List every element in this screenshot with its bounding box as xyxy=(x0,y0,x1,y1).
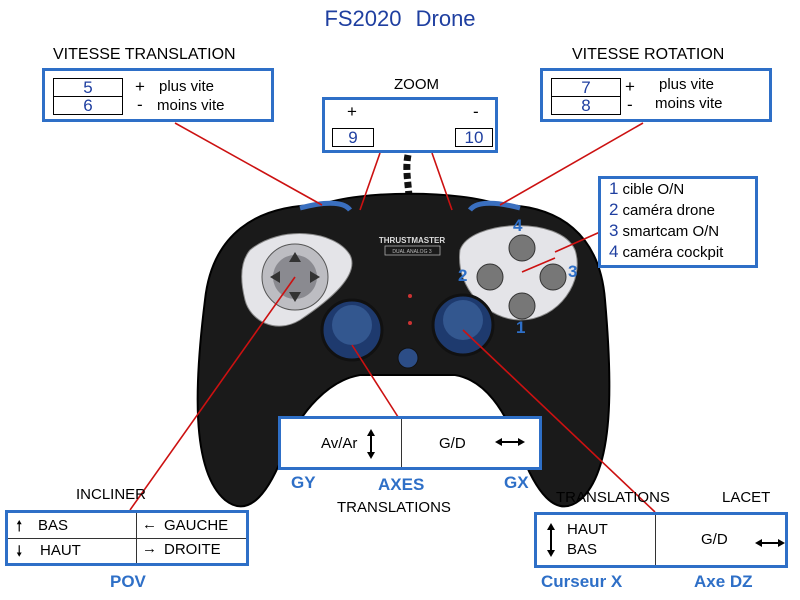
rot-minus-sign: - xyxy=(627,95,633,114)
key-10: 10 xyxy=(455,128,493,147)
leader-lines xyxy=(129,122,656,513)
left-stick-cap xyxy=(332,305,372,345)
dpad-down xyxy=(289,292,301,302)
slower-text: moins vite xyxy=(157,97,225,114)
axes-translations-label: TRANSLATIONS xyxy=(337,499,451,516)
axes-gd-text: G/D xyxy=(439,435,466,452)
dpad-left xyxy=(270,271,280,283)
translation-speed-box: 5 6 + - plus vite moins vite xyxy=(42,68,274,122)
rs-gd-text: G/D xyxy=(701,531,728,548)
dpad-right xyxy=(310,271,320,283)
led-2 xyxy=(408,321,412,325)
axes-avar-text: Av/Ar xyxy=(321,435,358,452)
zoom-title: ZOOM xyxy=(394,76,439,93)
key-7: 7 xyxy=(551,78,621,97)
pov-bas-text: BAS xyxy=(38,517,69,534)
rotation-speed-box: 7 8 + - plus vite moins vite xyxy=(540,68,772,122)
page-title: FS2020 Drone xyxy=(0,6,800,32)
left-arrow-icon: ← xyxy=(142,516,157,533)
right-stick-divider xyxy=(655,515,656,565)
right-stick-cap xyxy=(443,300,483,340)
key-9: 9 xyxy=(332,128,374,147)
button-1 xyxy=(508,292,536,320)
model-plate xyxy=(384,245,441,256)
plus-sign: + xyxy=(135,77,145,96)
dpad-up xyxy=(289,252,301,262)
axes-box: Av/Ar G/D xyxy=(278,416,542,470)
rotation-speed-title: VITESSE ROTATION xyxy=(572,46,725,63)
mode-button xyxy=(397,347,419,369)
key-8: 8 xyxy=(551,96,621,115)
right-stick-box: HAUT BAS G/D xyxy=(534,512,788,568)
button-3 xyxy=(539,263,567,291)
pov-title: INCLINER xyxy=(76,486,147,503)
button-4 xyxy=(508,234,536,262)
brand-logo: THRUSTMASTER xyxy=(379,236,445,245)
model-logo: DUAL ANALOG 3 xyxy=(392,249,431,255)
zoom-minus-sign: - xyxy=(473,102,479,121)
horizontal-arrow-icon xyxy=(755,539,785,547)
vertical-arrow-icon xyxy=(547,523,555,557)
right-shoulder-button xyxy=(467,200,521,212)
rs-haut-text: HAUT xyxy=(567,521,608,538)
up-arrow-icon: 🠕 xyxy=(16,518,23,535)
title-part2: Drone xyxy=(415,6,476,31)
rs-bas-text: BAS xyxy=(567,541,598,558)
button-2-number: 2 xyxy=(458,266,468,285)
rot-slower-text: moins vite xyxy=(655,95,723,112)
down-arrow-icon: 🠗 xyxy=(16,543,23,560)
pov-gauche-text: GAUCHE xyxy=(164,517,229,534)
gy-label: GY xyxy=(291,473,316,492)
title-part1: FS2020 xyxy=(324,6,402,31)
right-arrow-icon: → xyxy=(142,540,157,557)
zoom-box: + - 9 10 xyxy=(322,97,498,153)
translation-speed-title: VITESSE TRANSLATION xyxy=(53,46,236,63)
axes-divider xyxy=(401,419,402,467)
rot-faster-text: plus vite xyxy=(659,76,715,93)
pov-droite-text: DROITE xyxy=(164,541,221,558)
pov-label: POV xyxy=(110,572,146,591)
gx-label: GX xyxy=(504,473,529,492)
button-3-number: 3 xyxy=(568,262,578,281)
left-shoulder-button xyxy=(299,200,353,212)
faster-text: plus vite xyxy=(159,78,215,95)
curseur-x-label: Curseur X xyxy=(541,572,623,591)
axe-dz-label: Axe DZ xyxy=(694,572,753,591)
led xyxy=(408,294,412,298)
minus-sign: - xyxy=(137,95,143,114)
key-5: 5 xyxy=(53,78,123,97)
button-4-number: 4 xyxy=(513,216,523,235)
pov-hdivider xyxy=(8,538,246,539)
rot-plus-sign: + xyxy=(625,77,635,96)
translations-title: TRANSLATIONS xyxy=(556,489,670,506)
pov-box: 🠕 BAS 🠗 HAUT ← GAUCHE → DROITE xyxy=(5,510,249,566)
lacet-title: LACET xyxy=(722,489,771,506)
pov-haut-text: HAUT xyxy=(40,542,81,559)
key-6: 6 xyxy=(53,96,123,115)
button-2 xyxy=(476,263,504,291)
horizontal-arrow-icon xyxy=(495,438,525,446)
axes-label: AXES xyxy=(378,475,425,494)
zoom-plus-sign: + xyxy=(347,102,357,121)
button-1-number: 1 xyxy=(516,318,526,337)
vertical-arrow-icon xyxy=(367,429,375,459)
